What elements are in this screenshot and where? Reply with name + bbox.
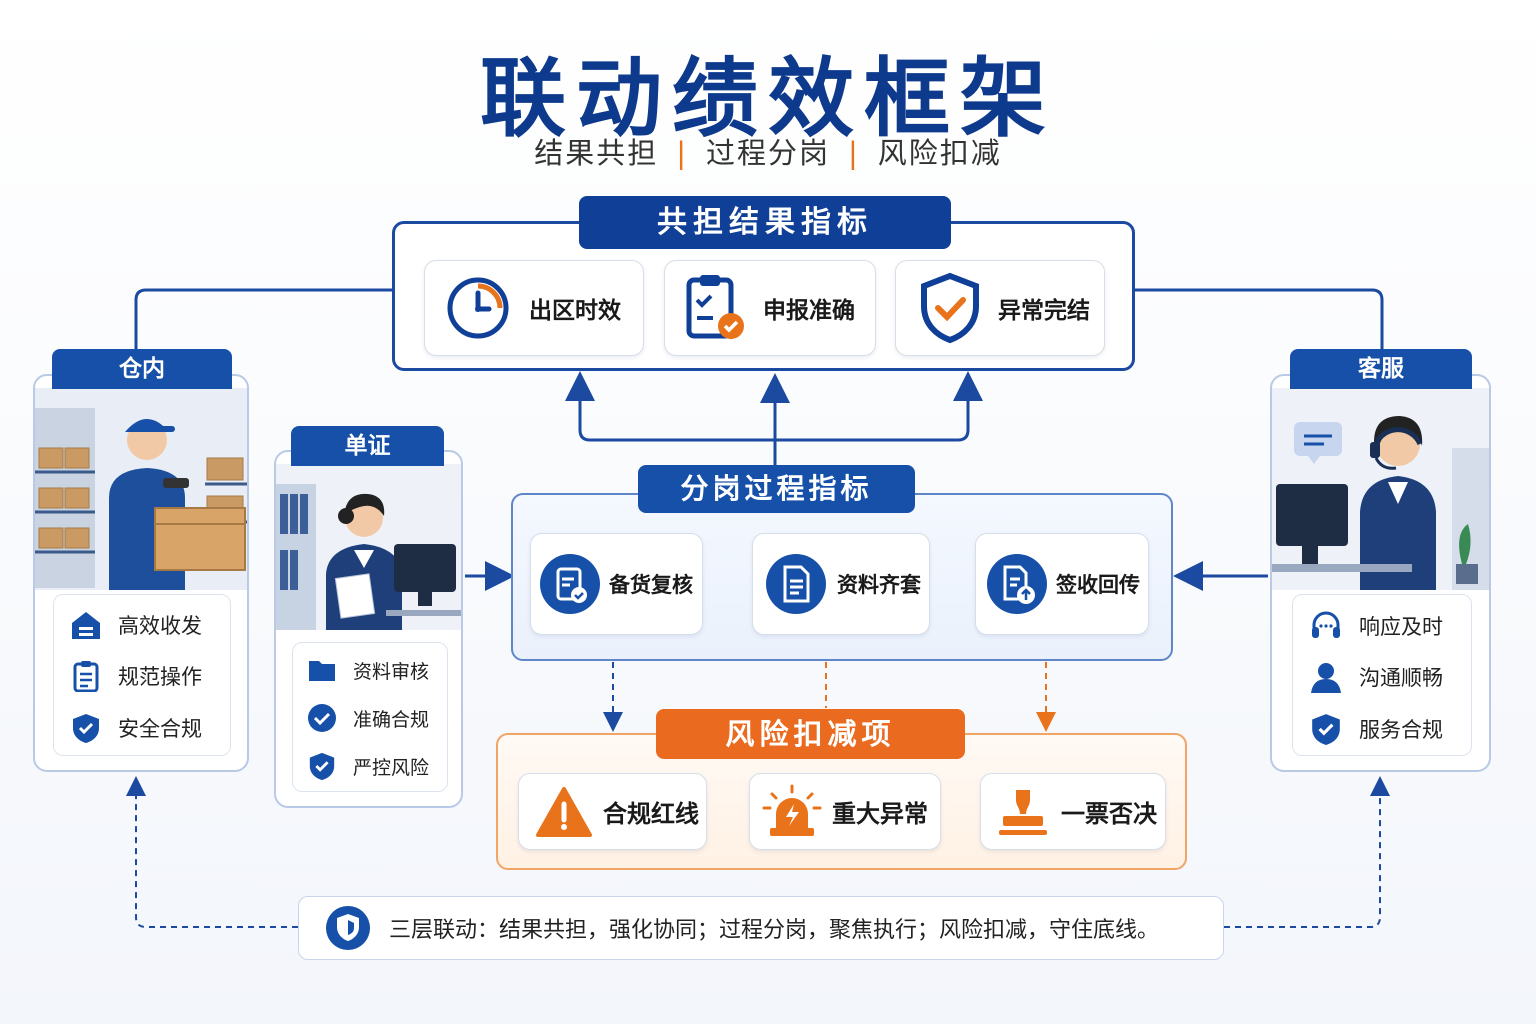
risk-label: 一票否决 xyxy=(1061,800,1157,828)
process-card-receipt: 签收回传 xyxy=(975,533,1149,635)
risk-card-redline: 合规红线 xyxy=(518,773,707,850)
risk-card-major-exception: 重大异常 xyxy=(749,773,941,850)
shield-icon xyxy=(1312,714,1340,745)
result-card-timeliness: 出区时效 xyxy=(424,260,644,356)
subtitle-separator: | xyxy=(848,136,860,170)
warning-icon xyxy=(536,786,592,837)
user-icon xyxy=(1311,663,1341,693)
role-item-label: 准确合规 xyxy=(353,708,430,731)
role-item: 沟通顺畅 xyxy=(1309,660,1443,694)
shield-badge-icon xyxy=(326,906,370,950)
risk-card-veto: 一票否决 xyxy=(980,773,1166,850)
role-tab-service: 客服 xyxy=(1290,349,1472,389)
role-item: 高效收发 xyxy=(70,609,202,641)
role-tab-documents: 单证 xyxy=(291,426,444,466)
role-tab-warehouse: 仓内 xyxy=(52,349,232,389)
result-label: 出区时效 xyxy=(529,298,621,324)
role-card-documents: 资料审核 准确合规 严控风险 xyxy=(274,450,463,808)
process-label: 资料齐套 xyxy=(837,573,921,597)
upload-document-icon xyxy=(987,554,1047,614)
role-item: 服务合规 xyxy=(1309,712,1443,746)
process-label: 签收回传 xyxy=(1056,573,1140,597)
role-card-service: 响应及时 沟通顺畅 服务合规 xyxy=(1270,374,1491,772)
role-list-warehouse: 高效收发 规范操作 安全合规 xyxy=(53,594,231,756)
result-layer-header: 共担结果指标 xyxy=(579,196,951,249)
page-subtitle: 结果共担 | 过程分岗 | 风险扣减 xyxy=(0,130,1536,172)
role-item: 资料审核 xyxy=(307,655,429,685)
warehouse-icon xyxy=(72,612,100,639)
page-title: 联动绩效框架 xyxy=(480,49,1056,149)
risk-label: 合规红线 xyxy=(603,800,699,828)
role-item: 准确合规 xyxy=(307,703,429,733)
result-label: 申报准确 xyxy=(763,298,855,324)
role-item-label: 响应及时 xyxy=(1359,615,1443,639)
risk-label: 重大异常 xyxy=(832,800,928,828)
stamp-icon xyxy=(999,789,1047,835)
customer-service-illustration xyxy=(1272,388,1489,590)
subtitle-part-2: 过程分岗 xyxy=(705,136,830,170)
role-item: 规范操作 xyxy=(70,660,202,692)
shield-icon xyxy=(309,752,335,781)
shield-icon xyxy=(73,714,99,743)
role-item-label: 资料审核 xyxy=(353,660,430,683)
subtitle-separator: | xyxy=(676,136,688,170)
footer-text: 三层联动：结果共担，强化协同；过程分岗，聚焦执行；风险扣减，守住底线。 xyxy=(389,918,1160,943)
role-item-label: 高效收发 xyxy=(118,614,202,638)
role-item-label: 严控风险 xyxy=(353,756,430,779)
role-item-label: 安全合规 xyxy=(118,717,202,741)
subtitle-part-3: 风险扣减 xyxy=(877,136,1002,170)
process-card-documents: 资料齐套 xyxy=(752,533,930,635)
alarm-icon xyxy=(762,784,822,836)
subtitle-part-1: 结果共担 xyxy=(534,136,659,170)
role-item: 严控风险 xyxy=(307,751,429,781)
role-item-label: 规范操作 xyxy=(118,665,202,689)
result-card-declaration: 申报准确 xyxy=(664,260,876,356)
clock-icon xyxy=(447,277,509,339)
headset-icon xyxy=(1312,611,1340,638)
warehouse-worker-illustration xyxy=(35,388,247,590)
footer-summary: 三层联动：结果共担，强化协同；过程分岗，聚焦执行；风险扣减，守住底线。 xyxy=(298,896,1224,960)
role-item-label: 沟通顺畅 xyxy=(1359,666,1443,690)
role-item-label: 服务合规 xyxy=(1359,718,1443,742)
result-card-exception: 异常完结 xyxy=(895,260,1105,356)
check-circle-icon xyxy=(308,704,336,732)
result-label: 异常完结 xyxy=(998,298,1090,324)
role-item: 响应及时 xyxy=(1309,609,1443,643)
document-clerk-illustration xyxy=(276,464,461,630)
role-list-service: 响应及时 沟通顺畅 服务合规 xyxy=(1292,594,1472,756)
document-icon xyxy=(766,554,826,614)
shield-check-icon xyxy=(921,272,979,344)
clipboard-icon xyxy=(73,661,99,692)
folder-icon xyxy=(309,661,335,681)
process-layer-header: 分岗过程指标 xyxy=(638,465,915,513)
risk-layer-header: 风险扣减项 xyxy=(656,709,965,759)
role-item: 安全合规 xyxy=(70,712,202,744)
role-list-documents: 资料审核 准确合规 严控风险 xyxy=(292,642,448,792)
checklist-icon xyxy=(540,554,600,614)
clipboard-check-icon xyxy=(686,275,744,339)
process-label: 备货复核 xyxy=(609,573,693,597)
process-card-picking: 备货复核 xyxy=(530,533,703,635)
role-card-warehouse: 高效收发 规范操作 安全合规 xyxy=(33,374,249,772)
